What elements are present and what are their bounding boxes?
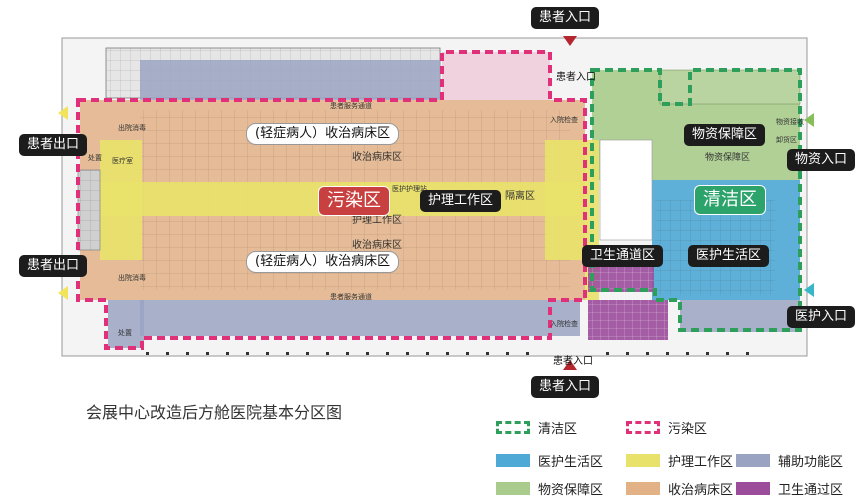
zone-medical-living: 医护生活区 — [688, 245, 770, 267]
arrow-patient-out-upper — [58, 106, 68, 120]
legend-swatch-sanitation — [736, 482, 770, 495]
zone-contaminated: 污染区 — [318, 186, 390, 216]
legend-item-ward: 收治病床区 — [626, 479, 733, 498]
label-medical-room: 医疗室 — [112, 157, 133, 165]
diagram-caption: 会展中心改造后方舱医院基本分区图 — [86, 403, 343, 422]
legend-item-medical-living: 医护生活区 — [496, 451, 603, 470]
entrance-patient-in-bottom: 患者入口 — [531, 376, 600, 398]
arrow-patient-in-top — [563, 36, 577, 46]
contaminated-top-block — [442, 52, 550, 100]
arrow-patient-out-lower — [58, 286, 68, 300]
zone-nursing: 护理工作区 — [420, 190, 502, 212]
label-ward-center-lower: 收治病床区 — [352, 240, 402, 251]
label-inbound-bottom: 入院检查 — [550, 320, 578, 328]
legend-label-sanitation: 卫生通过区 — [778, 483, 844, 498]
left-stair-grid — [78, 170, 100, 250]
legend-swatch-clean — [496, 421, 530, 434]
supply-upper-block — [659, 69, 801, 105]
nursing-left-col — [100, 140, 142, 260]
aux-right-bottom — [680, 300, 800, 332]
legend-item-auxiliary: 辅助功能区 — [736, 451, 843, 470]
legend-swatch-ward — [626, 482, 660, 495]
arrow-medical-in — [804, 283, 814, 297]
clean-boundary — [590, 68, 802, 332]
entrance-patient-in-bottom-small: 患者入口 — [553, 356, 593, 367]
label-disinfect-top: 出院消毒 — [118, 124, 146, 132]
label-unload: 卸货区 — [776, 136, 797, 144]
label-isolation: 隔离区 — [505, 191, 535, 202]
legend-label-ward: 收治病床区 — [668, 483, 734, 498]
label-disinfect-bottom: 出院消毒 — [118, 274, 146, 282]
label-disposal-bottom: 处置 — [118, 329, 132, 337]
entrance-patient-out-upper: 患者出口 — [19, 134, 88, 156]
zone-supply: 物资保障区 — [684, 124, 766, 146]
legend-swatch-supplies — [496, 482, 530, 495]
label-nursing-center: 护理工作区 — [352, 215, 402, 226]
legend-swatch-auxiliary — [736, 454, 770, 467]
label-supply-small: 物资保障区 — [705, 153, 751, 163]
zone-clean: 清洁区 — [694, 185, 766, 215]
zone-ward-lower: (轻症病人）收治病床区 — [246, 251, 400, 273]
sanitation-grid-u — [588, 262, 654, 292]
entrance-supplies: 物资入口 — [787, 149, 856, 171]
label-nurse-station: 医护护理站 — [392, 185, 427, 193]
entrance-medical: 医护入口 — [787, 306, 856, 328]
legend-swatch-nursing — [626, 454, 660, 467]
legend-label-auxiliary: 辅助功能区 — [778, 455, 844, 470]
legend-label-clean: 清洁区 — [538, 422, 578, 437]
legend-label-nursing: 护理工作区 — [668, 455, 734, 470]
label-ward-center-upper: 收治病床区 — [352, 152, 402, 163]
legend-item-contaminated: 污染区 — [626, 418, 707, 437]
label-disposal-top: 处置 — [88, 154, 102, 162]
white-court — [599, 139, 653, 241]
legend-label-contaminated: 污染区 — [668, 422, 708, 437]
aux-bottom-strip — [140, 300, 580, 336]
label-supply-recv: 物资接收 — [776, 118, 804, 126]
label-inbound-top: 入院检查 — [550, 116, 578, 124]
legend-item-clean: 清洁区 — [496, 418, 577, 437]
contaminated-boundary — [76, 50, 587, 350]
label-patient-service-bottom: 患者服务通道 — [330, 293, 372, 301]
legend-label-medical-living: 医护生活区 — [538, 455, 604, 470]
column-dots — [146, 352, 749, 355]
legend-swatch-medical-living — [496, 454, 530, 467]
legend-item-supplies: 物资保障区 — [496, 479, 603, 498]
aux-top-strip — [140, 60, 440, 100]
entrance-patient-in-top-small: 患者入口 — [556, 72, 596, 83]
legend-label-supplies: 物资保障区 — [538, 483, 604, 498]
nursing-right-col — [545, 140, 585, 260]
legend-swatch-contaminated — [626, 421, 660, 434]
sanitation-grid-l — [588, 300, 668, 340]
legend-item-sanitation: 卫生通过区 — [736, 479, 843, 498]
aux-left-bottom — [108, 300, 144, 348]
zone-ward-upper: (轻症病人）收治病床区 — [246, 123, 400, 145]
arrow-supplies-in — [804, 113, 814, 127]
entrance-patient-in-top: 患者入口 — [531, 7, 600, 29]
zone-sanitation: 卫生通道区 — [582, 245, 664, 267]
arrow-patient-in-bottom — [563, 360, 577, 370]
entrance-patient-out-lower: 患者出口 — [19, 255, 88, 277]
label-patient-service-top: 患者服务通道 — [330, 102, 372, 110]
legend-item-nursing: 护理工作区 — [626, 451, 733, 470]
